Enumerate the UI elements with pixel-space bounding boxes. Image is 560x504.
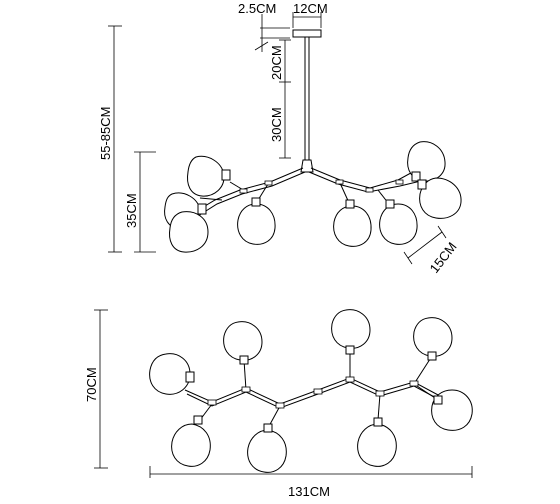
top-shades (149, 309, 473, 473)
side-view: 2.5CM 12CM 20CM 30CM 55-85CM (98, 1, 462, 276)
backbone (184, 377, 441, 405)
label-rod-lower: 30CM (269, 107, 284, 142)
shade-side-5 (333, 205, 372, 247)
joints (239, 179, 404, 194)
shade-top-4 (247, 429, 287, 473)
dim-canopy-width: 12CM (292, 1, 328, 28)
branch-2 (243, 359, 247, 391)
branch-5 (377, 393, 381, 421)
hub (300, 159, 314, 173)
label-depth: 70CM (84, 367, 99, 402)
side-shades (164, 141, 462, 253)
left-arm-main-b (197, 171, 306, 217)
canopy (292, 29, 322, 38)
label-canopy-height: 2.5CM (238, 1, 276, 16)
shade-top-5 (331, 309, 371, 349)
dim-canopy-height: 2.5CM (238, 1, 290, 52)
label-total-height: 55-85CM (98, 107, 113, 160)
shade-top-2 (171, 423, 211, 467)
shade-top-1 (149, 353, 191, 395)
left-arm-tip (199, 197, 223, 201)
dim-width: 131CM (149, 466, 473, 499)
shade-top-7 (413, 317, 453, 357)
shade-side-3 (169, 211, 209, 253)
top-view: 70CM 131CM (84, 309, 473, 499)
branch-6 (413, 355, 433, 385)
dim-rod: 20CM 30CM (269, 39, 291, 159)
shade-top-6 (357, 423, 397, 467)
label-canopy-width: 12CM (293, 1, 328, 16)
shade-side-6 (379, 203, 418, 245)
label-rod-upper: 20CM (269, 45, 284, 80)
label-body-height: 35CM (124, 193, 139, 228)
shade-side-1 (187, 155, 225, 197)
label-width: 131CM (288, 484, 330, 499)
dim-depth: 70CM (84, 309, 108, 469)
dim-body-height: 35CM (124, 151, 156, 253)
dim-total-height: 55-85CM (98, 25, 122, 253)
shade-side-4 (237, 203, 276, 245)
label-shade-size: 15CM (427, 239, 460, 276)
shade-top-3 (223, 321, 263, 361)
top-joints (207, 376, 419, 409)
